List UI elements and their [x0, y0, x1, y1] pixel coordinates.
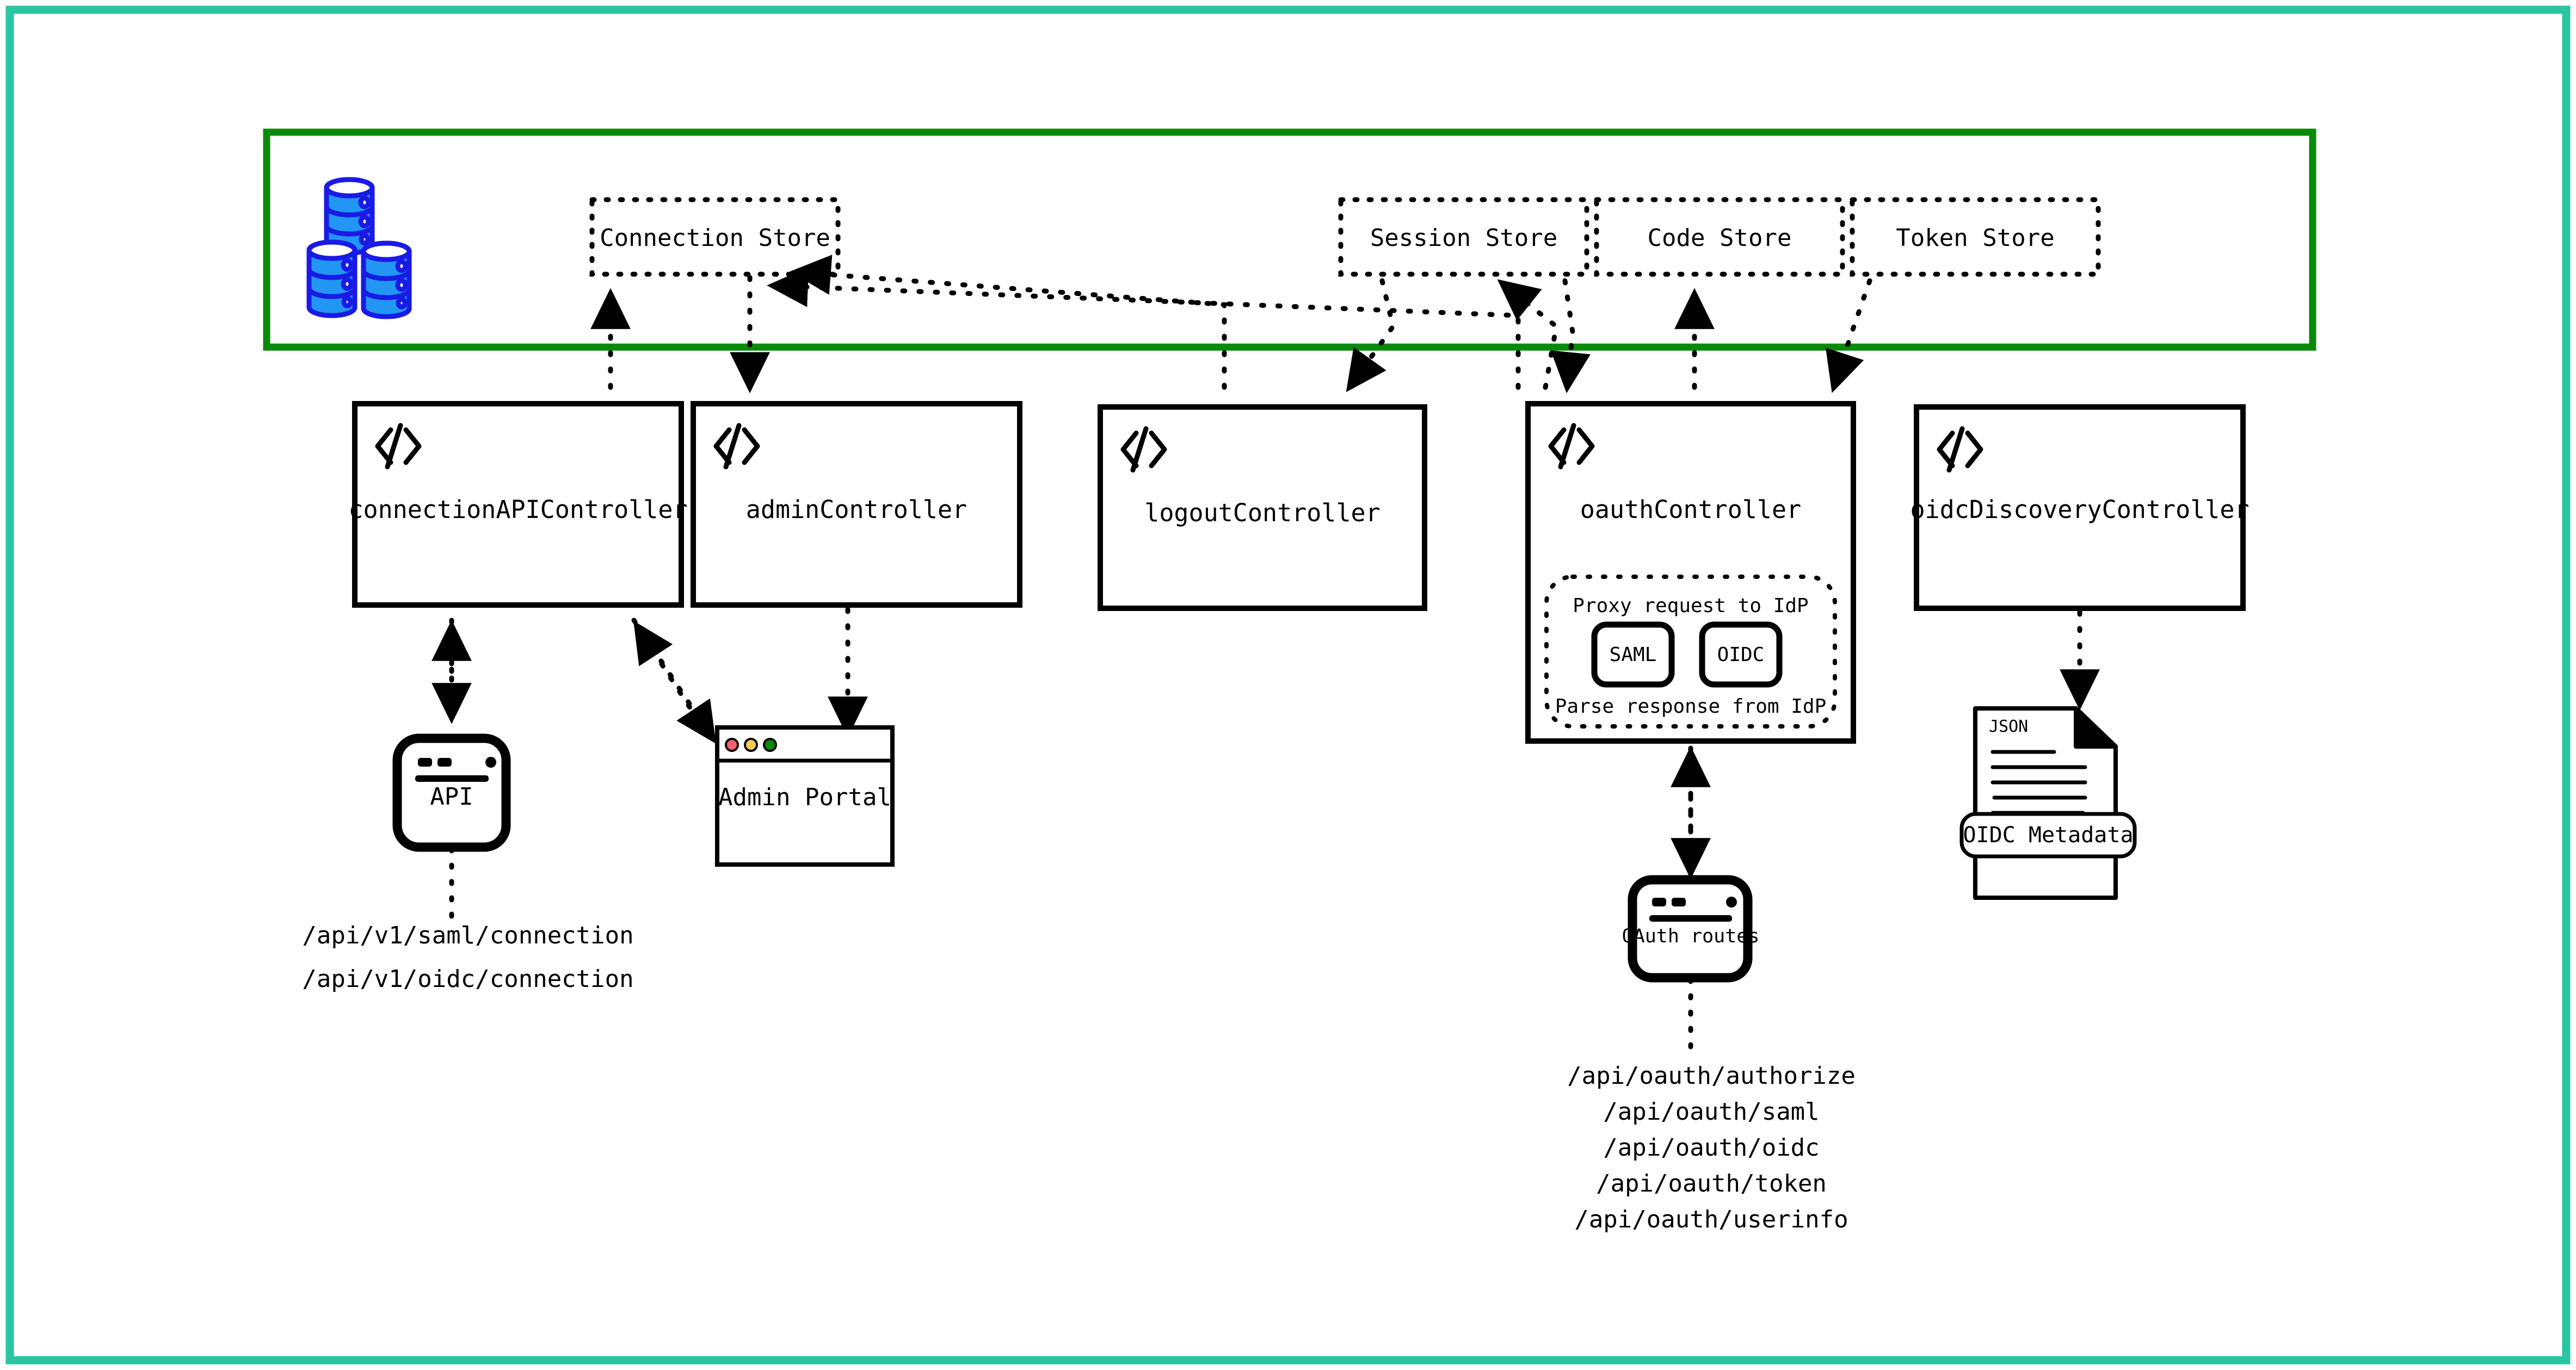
- oauth-proxy-region: Proxy request to IdP SAML OIDC Parse res…: [1544, 575, 1837, 729]
- admin-controller[interactable]: adminController: [691, 401, 1022, 608]
- edge-sessionstore-to-logout: [1346, 278, 1396, 392]
- code-icon: [1937, 426, 1983, 473]
- connection-api-controller-label: connectionAPIController: [348, 495, 687, 524]
- edge-connapi-to-adminportal: [631, 618, 716, 744]
- logout-controller-label: logoutController: [1144, 498, 1380, 527]
- proxy-request-label: Proxy request to IdP: [1573, 595, 1808, 617]
- code-icon: [375, 423, 422, 470]
- oidc-badge-label: OIDC: [1717, 644, 1765, 666]
- document-fold: [2074, 706, 2118, 749]
- admin-portal-label: Admin Portal: [718, 783, 891, 811]
- endpoint-label: /api/oauth/token: [1596, 1170, 1827, 1198]
- edge-logout-to-connstore: [790, 255, 1227, 390]
- api-node[interactable]: API: [392, 733, 511, 852]
- endpoint-label: /api/v1/oidc/connection: [302, 965, 633, 993]
- parse-response-label: Parse response from IdP: [1555, 695, 1827, 718]
- oauth-endpoints: /api/oauth/authorize /api/oauth/saml /ap…: [1567, 1062, 1856, 1233]
- endpoint-label: /api/oauth/oidc: [1603, 1134, 1819, 1162]
- traffic-light-green: [763, 738, 777, 752]
- session-store[interactable]: Session Store: [1338, 197, 1589, 277]
- logout-controller[interactable]: logoutController: [1098, 404, 1427, 611]
- session-store-label: Session Store: [1370, 224, 1557, 252]
- database-stack-icon: [306, 177, 412, 319]
- edge-sessionstore-to-oauth: [1550, 278, 1591, 393]
- oauth-routes-label: OAuth routes: [1622, 925, 1760, 947]
- admin-portal-node[interactable]: Admin Portal: [715, 725, 895, 867]
- oidc-discovery-controller-label: oidcDiscoveryController: [1910, 495, 2249, 524]
- saml-badge[interactable]: SAML: [1591, 621, 1675, 688]
- token-store[interactable]: Token Store: [1850, 197, 2101, 277]
- oauth-controller-label: oauthController: [1580, 495, 1801, 524]
- oidc-discovery-controller[interactable]: oidcDiscoveryController: [1910, 404, 2250, 611]
- outer-frame: [5, 5, 2571, 1365]
- edge-oauth-to-connstore: [767, 267, 1521, 390]
- admin-controller-label: adminController: [746, 495, 967, 524]
- saml-badge-label: SAML: [1610, 644, 1657, 666]
- oidc-badge[interactable]: OIDC: [1699, 621, 1783, 688]
- edge-adminportal-to-connapi: [633, 620, 710, 737]
- code-icon: [1548, 423, 1595, 470]
- traffic-light-red: [725, 738, 739, 752]
- endpoint-label: /api/oauth/userinfo: [1574, 1206, 1848, 1233]
- edge-oauth-to-sessionstore: [1497, 279, 1559, 390]
- code-icon: [1120, 426, 1167, 473]
- edge-tokenstore-to-oauth: [1826, 278, 1872, 393]
- oidc-metadata-label: OIDC Metadata: [1963, 823, 2133, 848]
- api-node-label: API: [430, 783, 473, 811]
- endpoint-label: /api/v1/saml/connection: [302, 922, 633, 949]
- oauth-controller[interactable]: oauthController Proxy request to IdP SAM…: [1525, 401, 1856, 744]
- json-badge: JSON: [1989, 717, 2028, 736]
- endpoint-label: /api/oauth/saml: [1603, 1098, 1819, 1126]
- connection-api-controller[interactable]: connectionAPIController: [348, 401, 688, 608]
- traffic-light-yellow: [744, 738, 758, 752]
- connection-store-label: Connection Store: [600, 224, 830, 252]
- oauth-routes-node[interactable]: OAuth routes: [1622, 875, 1760, 983]
- storage-layer-box: [263, 128, 2316, 351]
- code-store[interactable]: Code Store: [1594, 197, 1845, 277]
- code-icon: [713, 423, 760, 470]
- connection-store[interactable]: Connection Store: [589, 197, 841, 277]
- code-store-label: Code Store: [1648, 224, 1792, 252]
- oidc-metadata-doc[interactable]: JSON OIDC Metadata: [1959, 706, 2137, 900]
- connection-api-endpoints: /api/v1/saml/connection /api/v1/oidc/con…: [302, 922, 633, 993]
- token-store-label: Token Store: [1896, 224, 2054, 252]
- endpoint-label: /api/oauth/authorize: [1567, 1062, 1856, 1090]
